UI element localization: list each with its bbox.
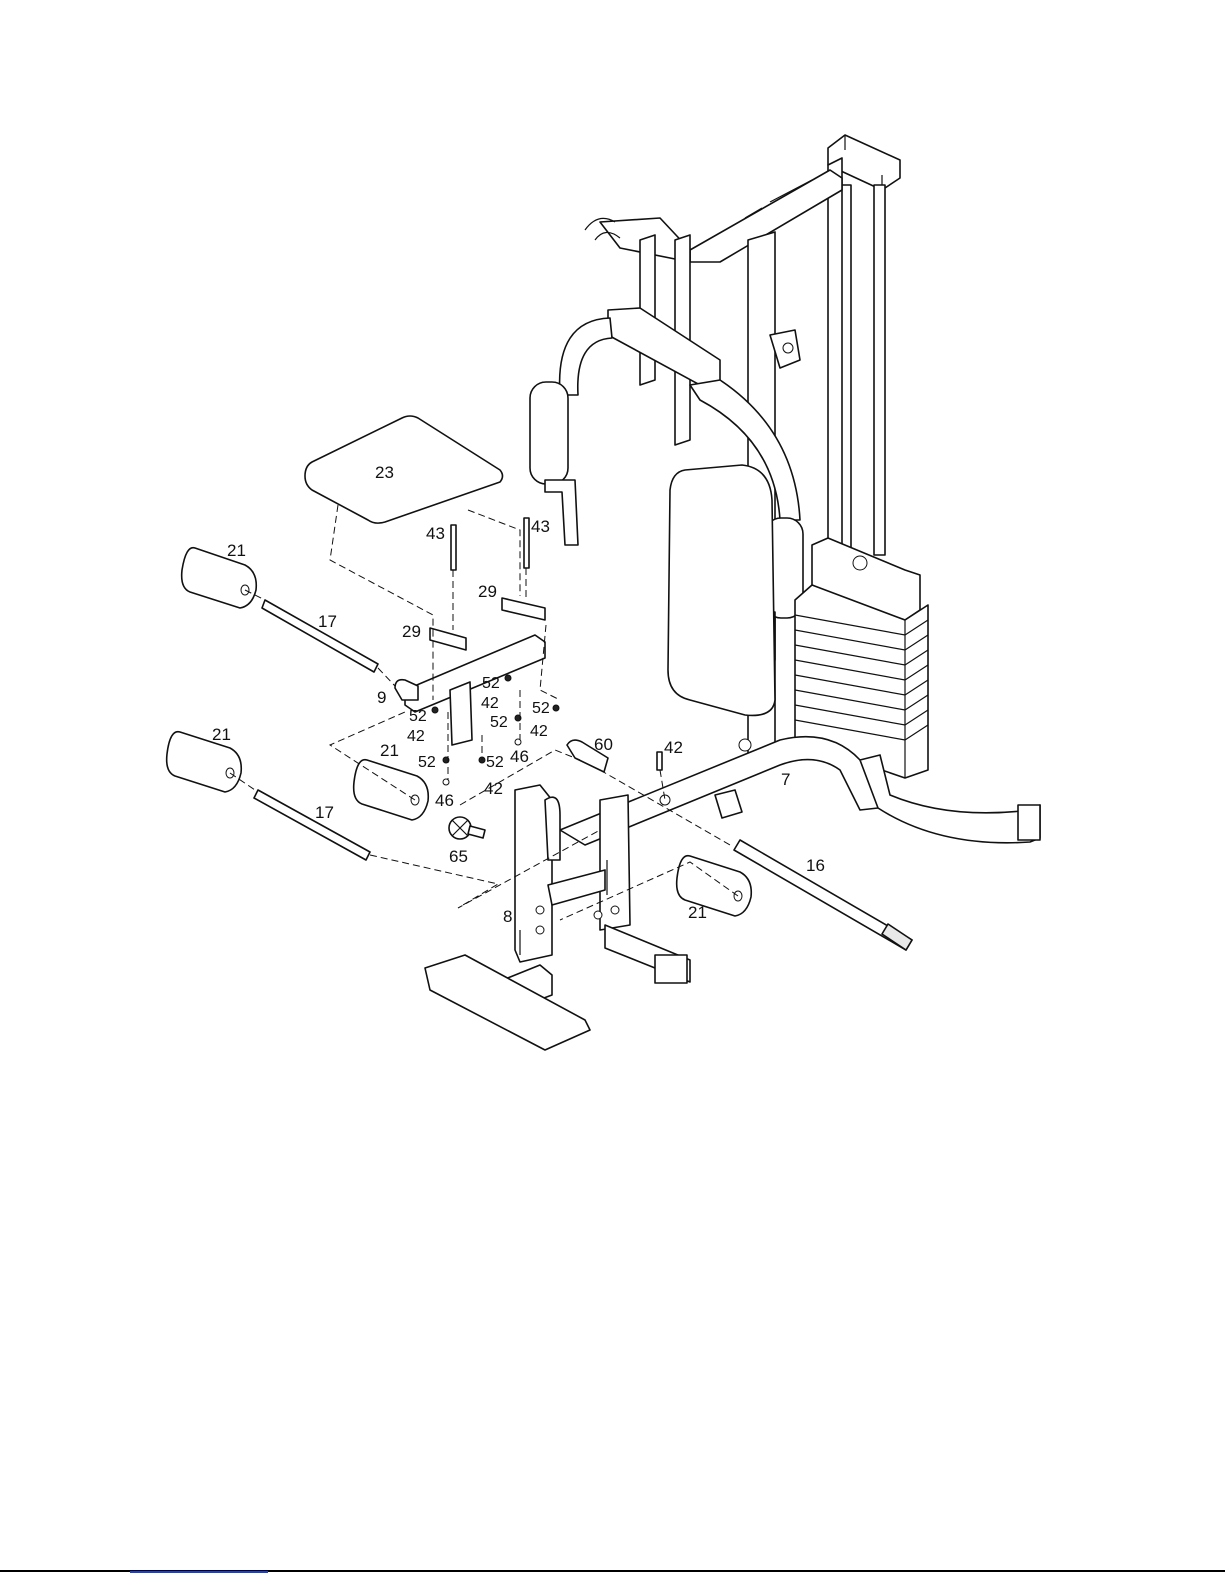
- label-bolt-right-43: 43: [531, 517, 550, 536]
- label-roller-pad-upper-left: 21: [227, 541, 246, 560]
- assembly-guide-lines: [230, 505, 738, 920]
- label-roller-pad-lower-left: 21: [212, 725, 231, 744]
- label-leg-frame: 8: [503, 907, 512, 926]
- label-roller-tube-upper: 17: [318, 612, 337, 631]
- label-bolt-42-d: 42: [484, 779, 503, 798]
- label-washer-52-b: 52: [490, 714, 508, 731]
- label-bolt-42-c: 42: [407, 728, 425, 745]
- label-roller-pad-right: 21: [688, 903, 707, 922]
- label-roller-tube-lower: 17: [315, 803, 334, 822]
- label-roller-tube-right: 16: [806, 856, 825, 875]
- label-seat-pad: 23: [375, 463, 394, 482]
- label-washer-52-d: 52: [409, 708, 427, 725]
- label-bolt-42-a: 42: [481, 695, 499, 712]
- label-washer-52-c: 52: [532, 700, 550, 717]
- label-washer-52-a: 52: [482, 675, 500, 692]
- label-knob: 65: [449, 847, 468, 866]
- label-bolt-42-e: 42: [664, 738, 683, 757]
- label-washer-52-e: 52: [418, 754, 436, 771]
- seat-pad: [305, 416, 503, 523]
- label-bolt-42-b: 42: [530, 723, 548, 740]
- label-base-frame: 7: [781, 770, 790, 789]
- label-foam-sleeve: 60: [594, 735, 613, 754]
- label-bolt-left-43: 43: [426, 524, 445, 543]
- label-seat-bracket-left: 29: [402, 622, 421, 641]
- label-roller-pad-middle: 21: [380, 741, 399, 760]
- footer-link-underline[interactable]: [130, 1571, 268, 1573]
- label-seat-bracket-right: 29: [478, 582, 497, 601]
- label-washer-52-f: 52: [486, 754, 504, 771]
- label-nut-46-a: 46: [510, 747, 529, 766]
- label-nut-46-b: 46: [435, 791, 454, 810]
- label-seat-frame: 9: [377, 688, 386, 707]
